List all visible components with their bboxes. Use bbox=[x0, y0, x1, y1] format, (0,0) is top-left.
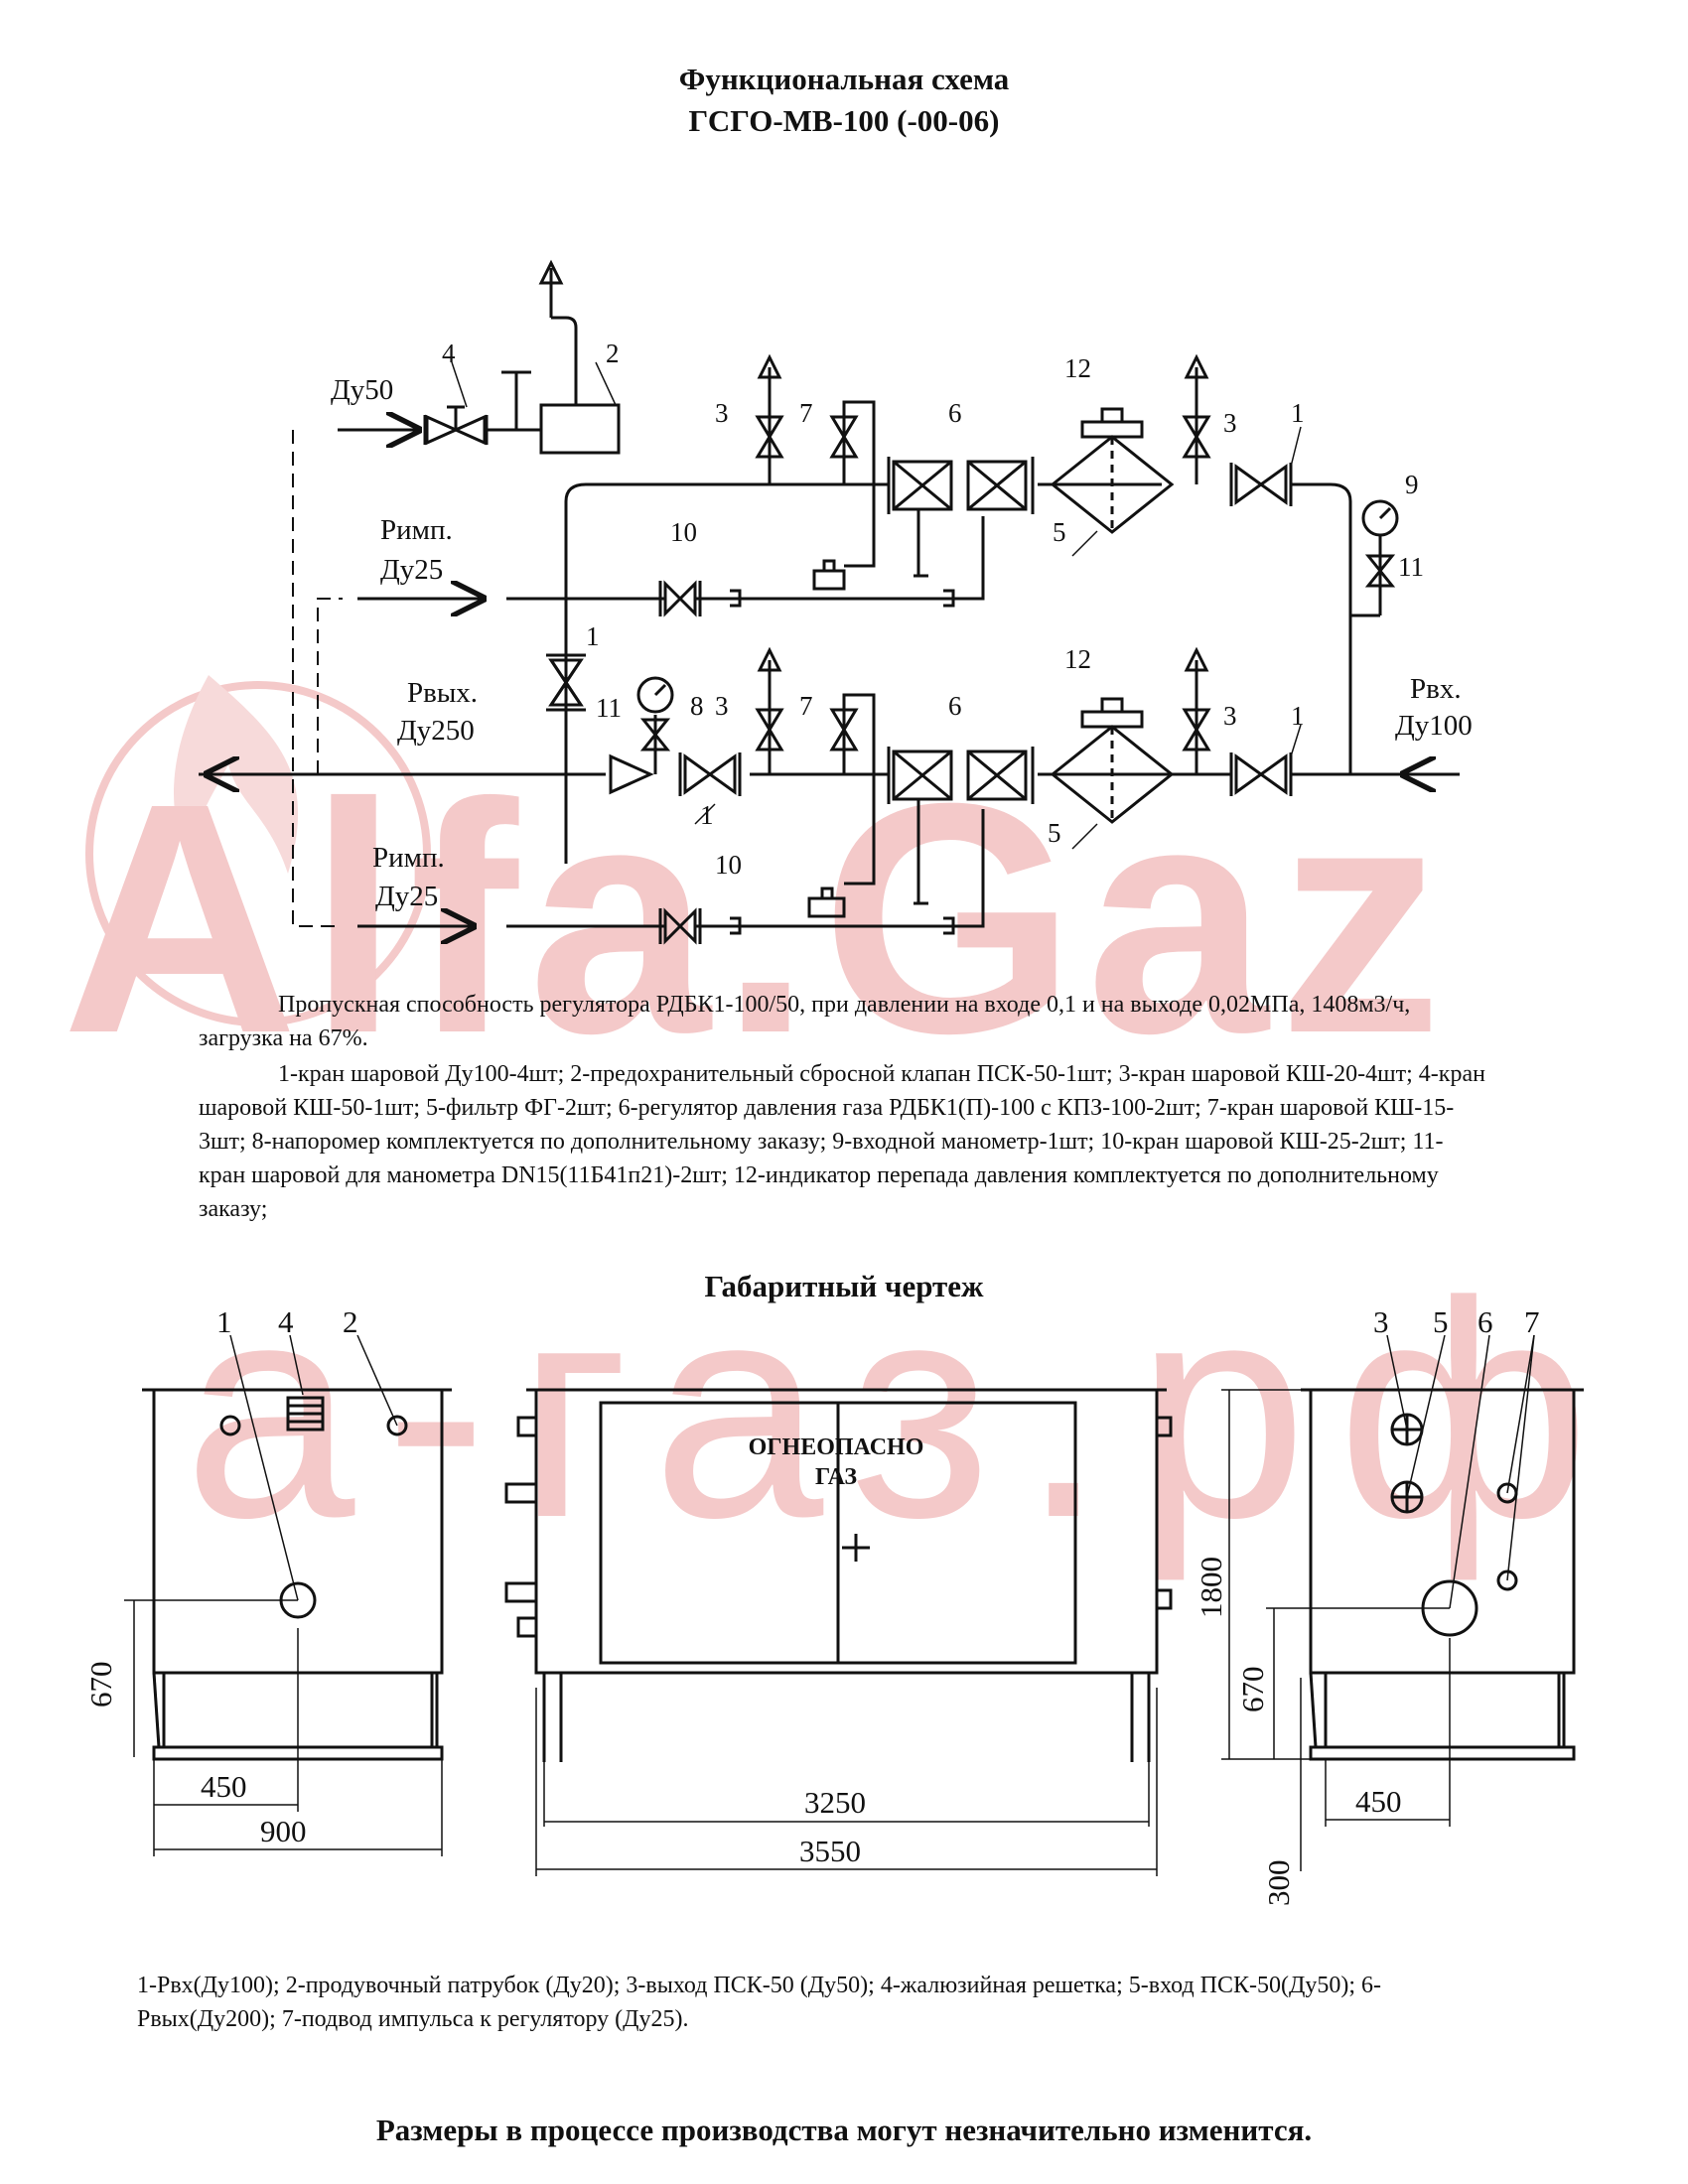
label-du50: Ду50 bbox=[331, 374, 393, 406]
page-subtitle: ГСГО-МВ-100 (-00-06) bbox=[688, 103, 1000, 138]
callout-10-lower: 10 bbox=[715, 850, 742, 880]
drawing-legend: 1-Рвх(Ду100); 2-продувочный патрубок (Ду… bbox=[137, 1973, 1382, 2032]
footer-note: Размеры в процессе производства могут не… bbox=[375, 2113, 1313, 2147]
callout-5-lower: 5 bbox=[1048, 818, 1061, 848]
left-callout-4: 4 bbox=[278, 1304, 294, 1339]
callout-3-upper-left: 3 bbox=[715, 398, 729, 428]
callout-3-lower-left: 3 bbox=[715, 691, 729, 721]
callout-10-upper: 10 bbox=[670, 517, 697, 547]
left-callout-2: 2 bbox=[343, 1304, 358, 1339]
right-callout-6: 6 bbox=[1477, 1304, 1493, 1339]
callout-6-lower: 6 bbox=[948, 691, 962, 721]
functional-schema: Ду50 Римп. Ду25 Рвых. Ду250 Римп. Ду25 Р… bbox=[199, 259, 1473, 945]
callout-11-right: 11 bbox=[1398, 552, 1424, 582]
purge-nozzle-icon bbox=[219, 1415, 241, 1436]
callout-3-upper-right: 3 bbox=[1223, 408, 1237, 438]
label-rimp-top-du: Ду25 bbox=[380, 554, 443, 586]
callout-1-lower-right: 1 bbox=[1291, 701, 1305, 731]
callout-11-left: 11 bbox=[596, 693, 622, 723]
label-rvh-du: Ду100 bbox=[1395, 710, 1473, 742]
callout-8: 8 bbox=[690, 691, 704, 721]
callout-3-lower-right: 3 bbox=[1223, 701, 1237, 731]
callout-1-upper-right: 1 bbox=[1291, 398, 1305, 428]
front-dim-3250: 3250 bbox=[804, 1785, 866, 1820]
right-callout-7: 7 bbox=[1524, 1304, 1540, 1339]
components-list: 1-кран шаровой Ду100-4шт; 2-предохраните… bbox=[199, 1061, 1485, 1222]
callout-6-upper: 6 bbox=[948, 398, 962, 428]
callout-4: 4 bbox=[442, 339, 456, 368]
right-view-cabinet bbox=[1309, 1388, 1576, 1675]
callout-12-upper: 12 bbox=[1064, 353, 1091, 383]
danger-sign-line1: ОГНЕОПАСНО bbox=[749, 1434, 924, 1460]
right-callout-3: 3 bbox=[1373, 1304, 1389, 1339]
right-dim-450: 450 bbox=[1355, 1784, 1402, 1819]
label-rimp-bottom-du: Ду25 bbox=[375, 881, 438, 912]
callout-12-lower: 12 bbox=[1064, 644, 1091, 674]
capacity-text: Пропускная способность регулятора РДБК1-… bbox=[199, 992, 1411, 1051]
danger-sign-line2: ГАЗ bbox=[815, 1464, 857, 1490]
right-dim-670: 670 bbox=[1235, 1667, 1270, 1713]
callout-5-upper: 5 bbox=[1053, 517, 1066, 547]
impulse-port-icon-2 bbox=[1496, 1570, 1518, 1591]
callout-1-bypass: 1 bbox=[586, 621, 600, 651]
right-dim-300: 300 bbox=[1261, 1860, 1296, 1907]
callout-1-lower-mid: 1 bbox=[700, 800, 714, 830]
left-dim-450: 450 bbox=[201, 1769, 247, 1804]
dimensional-drawing: 1 4 2 670 450 900 3250 3550 3 5 6 7 1800… bbox=[83, 1304, 1584, 1907]
callout-7-upper: 7 bbox=[799, 398, 813, 428]
label-rvyh-du: Ду250 bbox=[397, 715, 475, 747]
left-dim-900: 900 bbox=[260, 1814, 307, 1848]
right-callout-5: 5 bbox=[1433, 1304, 1449, 1339]
page-title: Функциональная схема bbox=[678, 62, 1010, 96]
right-dim-1800: 1800 bbox=[1194, 1557, 1228, 1618]
left-dim-670: 670 bbox=[83, 1662, 118, 1708]
drawing-title: Габаритный чертеж bbox=[704, 1269, 984, 1303]
label-rvh: Рвх. bbox=[1410, 673, 1462, 705]
front-view-cabinet bbox=[534, 1388, 1159, 1675]
label-rimp-top: Римп. bbox=[380, 514, 453, 546]
callout-9: 9 bbox=[1405, 470, 1419, 499]
callout-2: 2 bbox=[606, 339, 620, 368]
front-dim-3550: 3550 bbox=[799, 1834, 861, 1868]
callout-7-lower: 7 bbox=[799, 691, 813, 721]
label-rimp-bottom: Римп. bbox=[372, 842, 445, 874]
psk-outlet-icon bbox=[386, 1415, 408, 1436]
left-callout-1: 1 bbox=[216, 1304, 232, 1339]
label-rvyh: Рвых. bbox=[407, 677, 478, 709]
